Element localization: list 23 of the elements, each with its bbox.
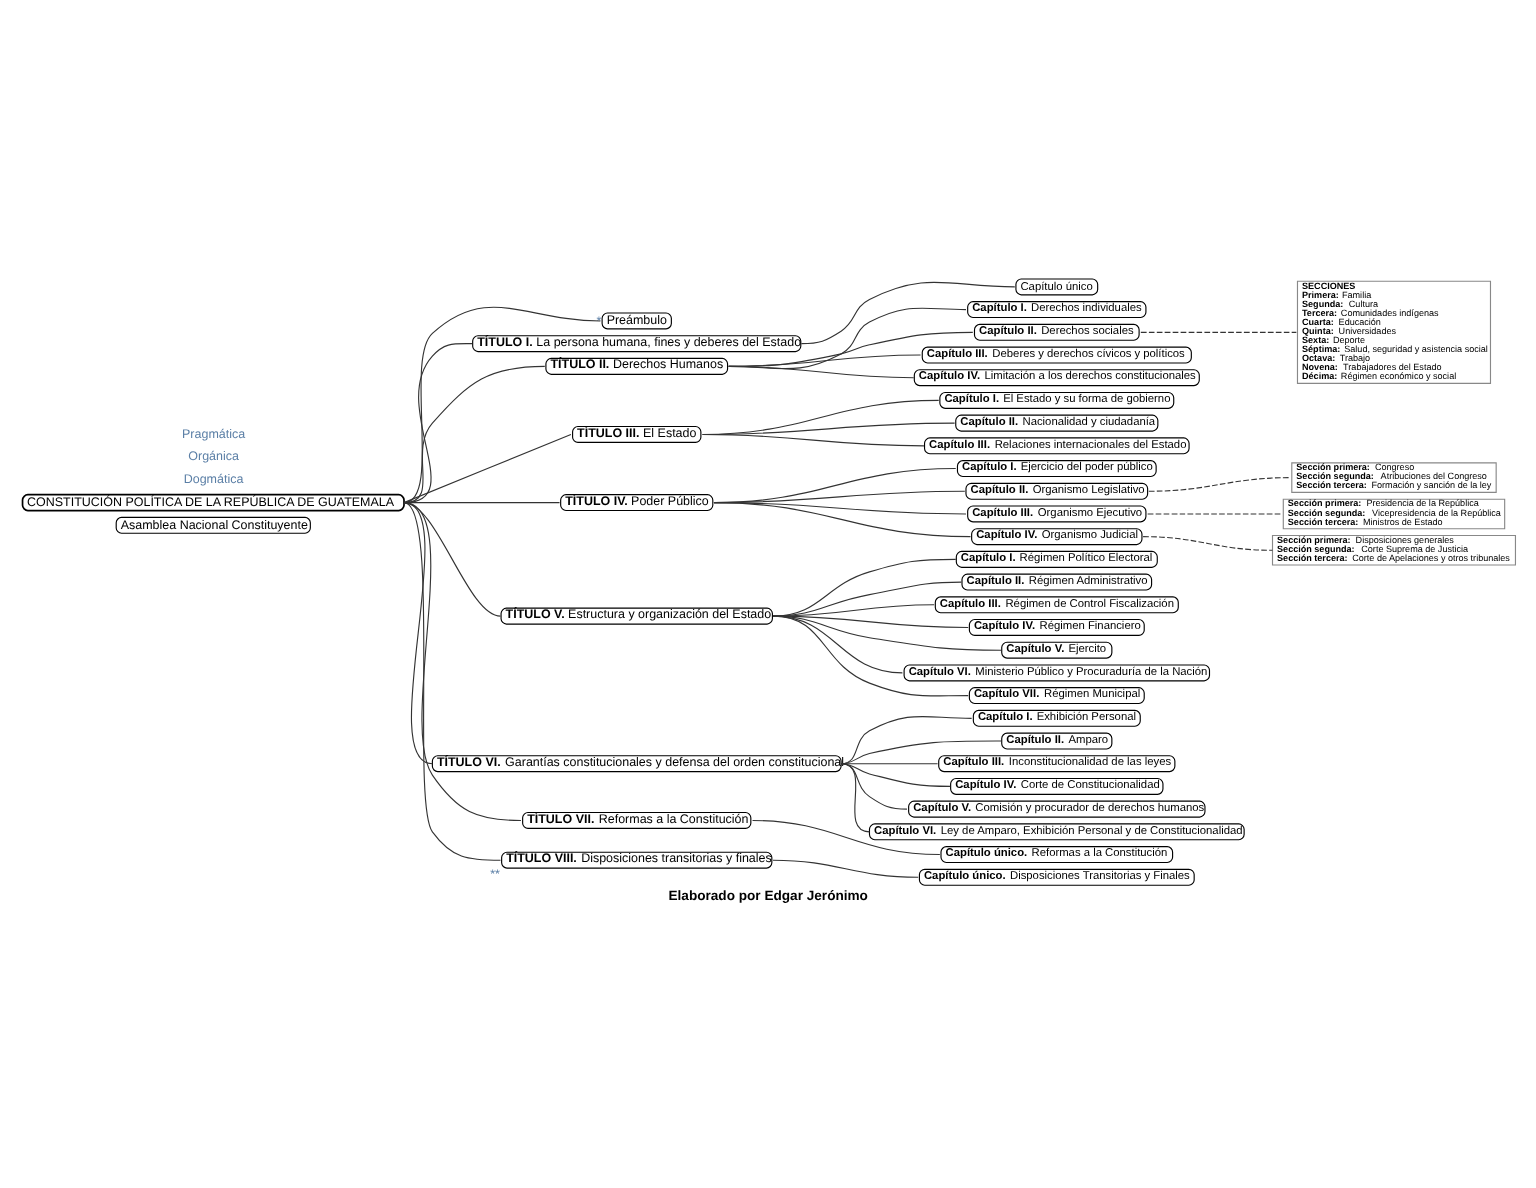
connector bbox=[771, 604, 934, 617]
connector bbox=[712, 502, 971, 538]
connector bbox=[771, 615, 1001, 651]
connector bbox=[402, 306, 600, 504]
connector bbox=[839, 763, 870, 833]
connector bbox=[771, 581, 961, 617]
connector bbox=[771, 615, 968, 697]
connector bbox=[839, 715, 972, 765]
connector bbox=[727, 365, 914, 379]
connector bbox=[1146, 513, 1283, 515]
connector bbox=[771, 859, 918, 878]
connector bbox=[839, 763, 907, 810]
connector bbox=[750, 819, 940, 856]
connector bbox=[402, 502, 521, 822]
connector bbox=[799, 281, 1015, 345]
connector bbox=[1147, 477, 1291, 492]
connector bbox=[402, 433, 571, 504]
connector bbox=[1139, 331, 1296, 333]
connector bbox=[402, 502, 501, 861]
connector bbox=[839, 763, 950, 787]
connector bbox=[1141, 536, 1273, 551]
connector bbox=[771, 558, 956, 617]
connector bbox=[701, 433, 924, 447]
